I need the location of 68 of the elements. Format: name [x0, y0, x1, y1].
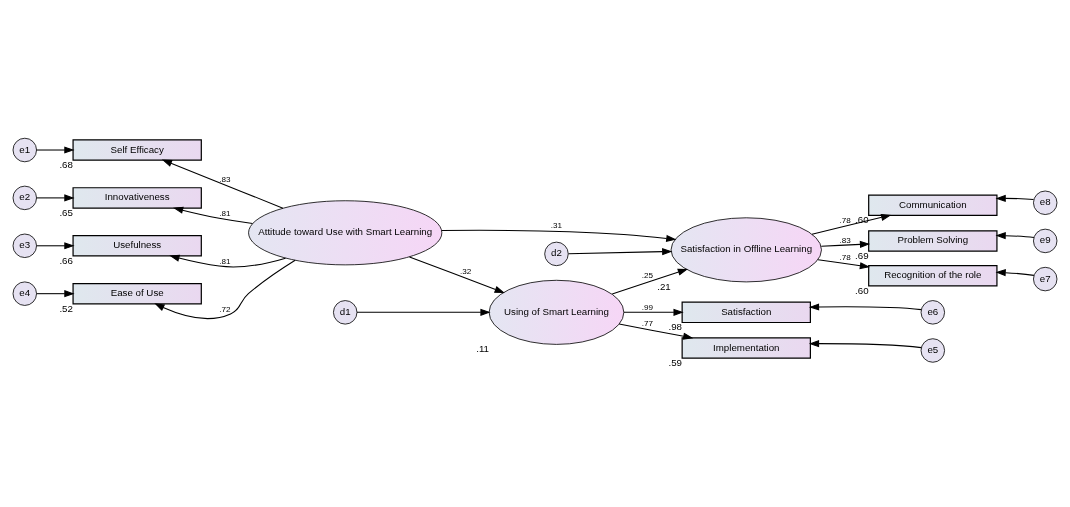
arrow — [808, 340, 922, 349]
edge-label: .83 — [839, 235, 851, 245]
edge-label: .81 — [219, 208, 231, 218]
edge-label: .77 — [641, 319, 654, 329]
node-circle: e6 — [920, 300, 945, 325]
arrow — [36, 242, 75, 250]
node-box: Self Efficacy — [72, 139, 202, 161]
node-box: Problem Solving — [868, 230, 998, 252]
arrow — [808, 303, 922, 311]
arrow — [36, 290, 75, 298]
node-box: Satisfaction — [681, 301, 811, 324]
arrow — [173, 206, 254, 224]
node-circle: d1 — [333, 300, 358, 325]
arrow — [441, 229, 677, 242]
arrow — [36, 194, 75, 202]
arrow — [408, 256, 505, 294]
node-circle: e4 — [12, 281, 37, 306]
node-circle: e5 — [920, 338, 945, 363]
edge-label: .78 — [839, 253, 851, 263]
node-label: .69 — [855, 249, 869, 261]
arrow — [356, 308, 491, 316]
node-ellipse: Attitude toward Use with Smart Learning — [248, 200, 443, 266]
arrow — [820, 240, 871, 248]
arrow — [567, 248, 673, 256]
node-label: .59 — [668, 356, 682, 368]
node-box: Innovativeness — [72, 187, 202, 209]
node-label: .60 — [855, 284, 869, 296]
arrow — [623, 308, 684, 316]
edge-label: .78 — [839, 216, 851, 226]
arrow — [995, 269, 1035, 277]
edge-label: .83 — [219, 174, 231, 184]
node-circle: e7 — [1033, 266, 1058, 292]
node-ellipse: Using of Smart Learning — [488, 279, 625, 345]
node-circle: d2 — [544, 241, 569, 267]
arrow — [995, 194, 1035, 202]
edge-label: .32 — [459, 267, 472, 277]
node-box: Ease of Use — [72, 282, 202, 305]
node-label: .21 — [657, 280, 671, 292]
arrow — [817, 259, 871, 270]
node-label: .66 — [59, 254, 73, 266]
arrow — [611, 268, 689, 295]
node-label: .65 — [59, 206, 73, 218]
node-box: Recognition of the role — [868, 265, 998, 287]
edge-label: .31 — [550, 220, 563, 230]
node-box: Implementation — [681, 337, 811, 359]
node-label: .68 — [59, 158, 73, 170]
node-label: .98 — [668, 321, 682, 333]
node-box: Usefulness — [72, 235, 202, 257]
node-circle: e2 — [12, 185, 37, 211]
edge-label: .72 — [219, 304, 231, 314]
edge-label: .81 — [219, 256, 231, 266]
arrow — [161, 159, 284, 209]
arrow — [995, 232, 1035, 240]
arrow — [154, 259, 296, 320]
node-circle: e1 — [12, 137, 37, 163]
arrow — [36, 146, 75, 154]
node-ellipse: Satisfaction in Offline Learning — [670, 217, 822, 283]
arrow — [618, 323, 694, 340]
node-label: .52 — [59, 302, 73, 314]
node-circle: e3 — [12, 233, 37, 258]
arrow — [169, 254, 286, 268]
edge-label: .25 — [641, 271, 654, 281]
node-label: .11 — [476, 343, 490, 355]
node-box: Communication — [868, 194, 998, 216]
node-circle: e9 — [1033, 228, 1058, 254]
arrow — [811, 213, 892, 235]
node-circle: e8 — [1033, 190, 1058, 215]
edge-label: .99 — [641, 302, 654, 312]
